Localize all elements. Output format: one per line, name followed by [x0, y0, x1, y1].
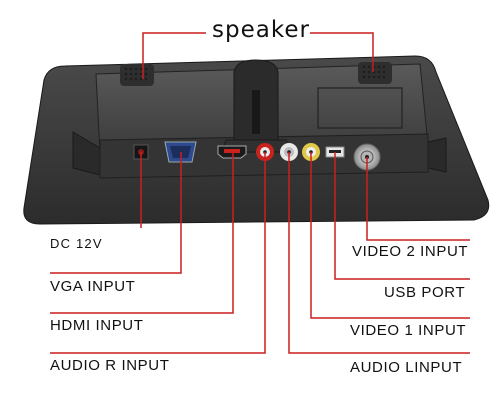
- callout-lines: [50, 32, 470, 354]
- audio-r-label: AUDIO R INPUT: [50, 357, 170, 374]
- right-speaker-grille: [358, 62, 392, 84]
- speaker-callout-right: [310, 32, 374, 72]
- video2-label: VIDEO 2 INPUT: [352, 243, 469, 260]
- vga-callout: [50, 152, 182, 274]
- audio-l-callout: [288, 152, 470, 354]
- hdmi-port: [217, 145, 247, 159]
- dc-label: DC 12V: [50, 236, 103, 251]
- hdmi-callout: [50, 152, 234, 314]
- hdmi-label: HDMI INPUT: [50, 317, 144, 334]
- left-speaker-grille: [120, 64, 154, 86]
- speaker-callout: [142, 32, 206, 79]
- usb-callout: [334, 152, 470, 280]
- video1-callout: [310, 152, 470, 319]
- stand-mount: [221, 59, 291, 153]
- video2-callout: [366, 157, 470, 241]
- vga-label: VGA INPUT: [50, 278, 136, 295]
- usb-label: USB PORT: [384, 284, 466, 301]
- audio-l-label: AUDIO LINPUT: [350, 359, 463, 376]
- speaker-label: speaker: [212, 17, 310, 43]
- audio-r-callout: [50, 152, 266, 354]
- label-inset: [317, 87, 403, 129]
- video1-label: VIDEO 1 INPUT: [350, 322, 467, 339]
